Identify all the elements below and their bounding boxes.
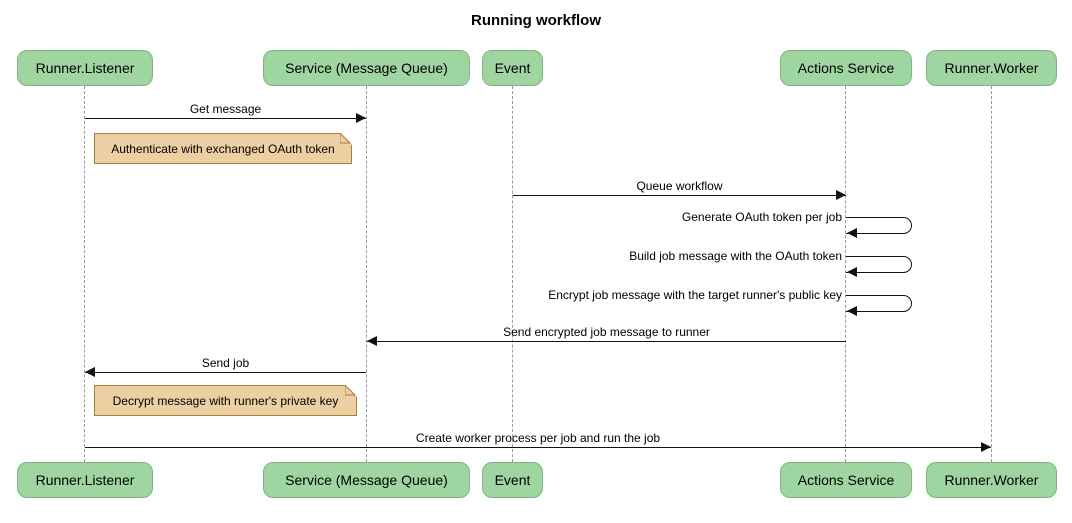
actor-top-service-message-queue: Service (Message Queue) [263, 50, 470, 86]
message-label: Create worker process per job and run th… [415, 431, 661, 445]
lifeline-actions-service [845, 86, 846, 462]
note-decrypt: Decrypt message with runner's private ke… [94, 385, 357, 416]
arrowhead-left-icon [847, 228, 857, 238]
actor-top-runner-worker: Runner.Worker [926, 50, 1057, 86]
lifeline-event [512, 86, 513, 462]
actor-label: Runner.Worker [944, 60, 1039, 76]
actor-top-runner-listener: Runner.Listener [17, 50, 153, 86]
message-line [85, 447, 991, 448]
arrowhead-right-icon [981, 442, 991, 452]
actor-label: Runner.Listener [35, 472, 135, 488]
actor-label: Event [494, 60, 531, 76]
lifeline-service-message-queue [366, 86, 367, 462]
message-label: Get message [189, 102, 262, 116]
arrowhead-right-icon [836, 190, 846, 200]
message-label: Generate OAuth token per job [681, 210, 842, 224]
actor-top-event: Event [482, 50, 543, 86]
arrowhead-left-icon [847, 306, 857, 316]
message-label: Send job [201, 356, 250, 370]
arrowhead-left-icon [847, 267, 857, 277]
actor-bottom-runner-listener: Runner.Listener [17, 462, 153, 498]
arrowhead-left-icon [85, 367, 95, 377]
message-label: Send encrypted job message to runner [503, 325, 710, 339]
actor-label: Runner.Worker [944, 472, 1039, 488]
arrowhead-right-icon [356, 113, 366, 123]
actor-label: Service (Message Queue) [285, 472, 448, 488]
message-label: Encrypt job message with the target runn… [548, 288, 842, 302]
diagram-title: Running workflow [471, 12, 601, 29]
note-authenticate: Authenticate with exchanged OAuth token [94, 133, 352, 164]
actor-label: Actions Service [797, 60, 895, 76]
note-fold-icon [345, 385, 357, 397]
actor-label: Runner.Listener [35, 60, 135, 76]
self-loop-line [846, 256, 912, 273]
message-label: Build job message with the OAuth token [629, 249, 842, 263]
actor-top-actions-service: Actions Service [780, 50, 912, 86]
lifeline-runner-listener [84, 86, 85, 462]
message-line [367, 341, 846, 342]
message-line [85, 372, 366, 373]
actor-bottom-runner-worker: Runner.Worker [926, 462, 1057, 498]
message-label: Queue workflow [636, 179, 723, 193]
actor-bottom-service-message-queue: Service (Message Queue) [263, 462, 470, 498]
actor-label: Actions Service [797, 472, 895, 488]
actor-label: Event [494, 472, 531, 488]
note-label: Authenticate with exchanged OAuth token [111, 141, 335, 156]
self-loop-line [846, 295, 912, 312]
self-loop-line [846, 217, 912, 234]
note-label: Decrypt message with runner's private ke… [112, 393, 339, 408]
note-fold-icon [340, 133, 352, 145]
arrowhead-left-icon [367, 336, 377, 346]
lifeline-runner-worker [991, 86, 992, 462]
actor-bottom-actions-service: Actions Service [780, 462, 912, 498]
message-line [85, 118, 366, 119]
actor-bottom-event: Event [482, 462, 543, 498]
message-line [513, 195, 846, 196]
actor-label: Service (Message Queue) [285, 60, 448, 76]
